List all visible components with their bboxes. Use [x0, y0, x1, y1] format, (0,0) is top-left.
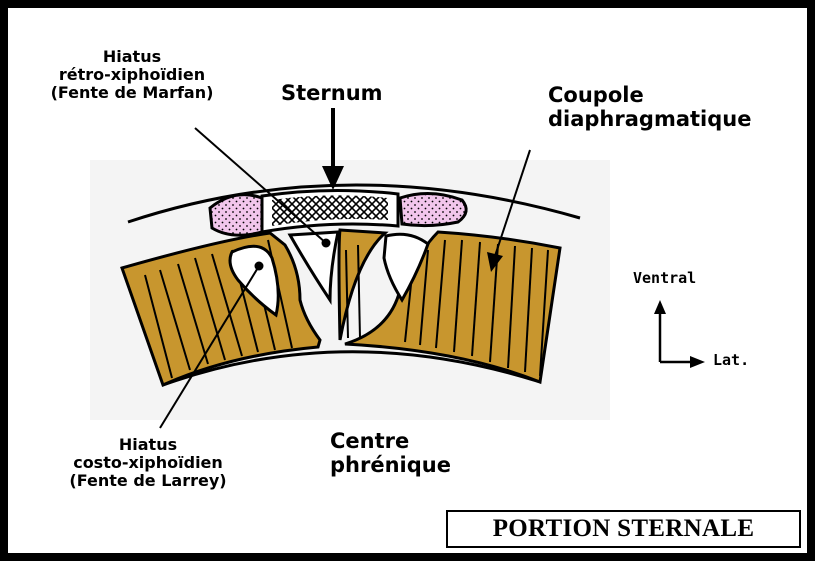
label-hiatus-retro-line1: Hiatus [22, 48, 242, 66]
label-hiatus-retro-line2: rétro-xiphoïdien [22, 66, 242, 84]
label-coupole-line1: Coupole [548, 84, 751, 108]
label-hiatus-costo: Hiatus costo-xiphoïdien (Fente de Larrey… [38, 436, 258, 490]
title-text: PORTION STERNALE [493, 515, 755, 543]
label-coupole-line2: diaphragmatique [548, 108, 751, 132]
label-hiatus-costo-line1: Hiatus [38, 436, 258, 454]
arrow-up-icon [654, 300, 666, 314]
label-centre-line1: Centre [330, 430, 451, 454]
orientation-axes [654, 300, 705, 368]
label-sternum: Sternum [281, 82, 383, 106]
cartilage-right-dots [400, 193, 466, 225]
label-centre-phrenique: Centre phrénique [330, 430, 451, 477]
label-lat: Lat. [713, 352, 749, 369]
title-box: PORTION STERNALE [446, 510, 801, 548]
label-centre-line2: phrénique [330, 454, 451, 478]
arrow-right-icon [690, 356, 705, 368]
label-hiatus-retro: Hiatus rétro-xiphoïdien (Fente de Marfan… [22, 48, 242, 102]
label-hiatus-retro-line3: (Fente de Marfan) [22, 84, 242, 102]
label-hiatus-costo-line2: costo-xiphoïdien [38, 454, 258, 472]
label-coupole: Coupole diaphragmatique [548, 84, 751, 131]
label-hiatus-costo-line3: (Fente de Larrey) [38, 472, 258, 490]
label-ventral: Ventral [633, 270, 696, 287]
